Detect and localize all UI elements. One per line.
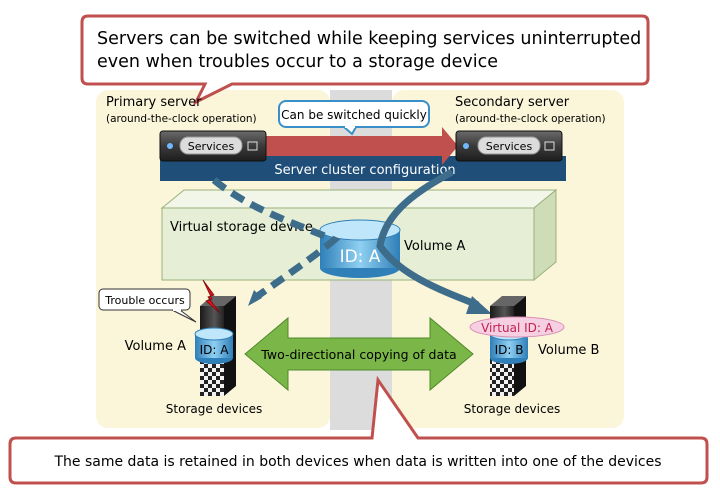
- virtual-volume-cylinder: ID: A: [319, 219, 401, 278]
- primary-server-unit: Services: [159, 130, 267, 162]
- primary-path-arrow: [211, 177, 341, 303]
- virtual-id-label: Virtual ID: A: [481, 321, 554, 335]
- left-volume-label: Volume A: [125, 339, 186, 354]
- secondary-server-unit: Services: [455, 130, 563, 162]
- trouble-callout: Trouble occurs: [98, 288, 197, 323]
- secondary-services-label: Services: [486, 140, 533, 153]
- primary-path-arrowhead: [248, 290, 262, 306]
- bottom-callout: The same data is retained in both device…: [8, 375, 709, 485]
- secondary-server-subtitle: (around-the-clock operation): [455, 113, 606, 125]
- top-callout-line2: even when troubles occur to a storage de…: [97, 52, 498, 72]
- virtual-storage-label: Virtual storage device: [170, 220, 313, 235]
- copy-arrow: [244, 316, 474, 392]
- power-led-icon: [167, 143, 173, 149]
- secondary-server-title: Secondary server: [455, 95, 570, 110]
- secondary-path-arrow: [376, 168, 480, 309]
- right-volume-label: Volume B: [538, 343, 599, 358]
- virtual-id-badge: [469, 316, 565, 338]
- primary-server-title: Primary server: [106, 95, 202, 110]
- left-storage-caption: Storage devices: [166, 402, 262, 416]
- top-callout: Servers can be switched while keeping se…: [80, 14, 650, 106]
- primary-server-subtitle: (around-the-clock operation): [106, 113, 257, 125]
- switch-arrow: [265, 127, 458, 165]
- primary-services-label: Services: [188, 140, 235, 153]
- left-volume-cylinder: ID: A: [194, 327, 234, 364]
- copy-label: Two-directional copying of data: [260, 347, 456, 362]
- trouble-label: Trouble occurs: [104, 294, 185, 307]
- right-storage-caption: Storage devices: [464, 402, 560, 416]
- drive-slot-icon: [247, 141, 258, 151]
- power-led-icon: [463, 143, 469, 149]
- bottom-callout-text: The same data is retained in both device…: [53, 454, 661, 470]
- left-id-label: ID: A: [200, 343, 230, 357]
- top-callout-line1: Servers can be switched while keeping se…: [97, 29, 641, 49]
- switch-callout: Can be switched quickly: [278, 100, 430, 136]
- cluster-label: Server cluster configuration: [274, 163, 455, 178]
- lightning-icon: [202, 279, 221, 314]
- right-id-label: ID: B: [495, 343, 524, 357]
- virtual-volume-label: Volume A: [404, 239, 465, 254]
- secondary-path-arrowhead: [466, 296, 492, 314]
- drive-slot-icon: [544, 141, 555, 151]
- cylinder-id-label: ID: A: [340, 247, 381, 267]
- switch-label: Can be switched quickly: [281, 108, 427, 122]
